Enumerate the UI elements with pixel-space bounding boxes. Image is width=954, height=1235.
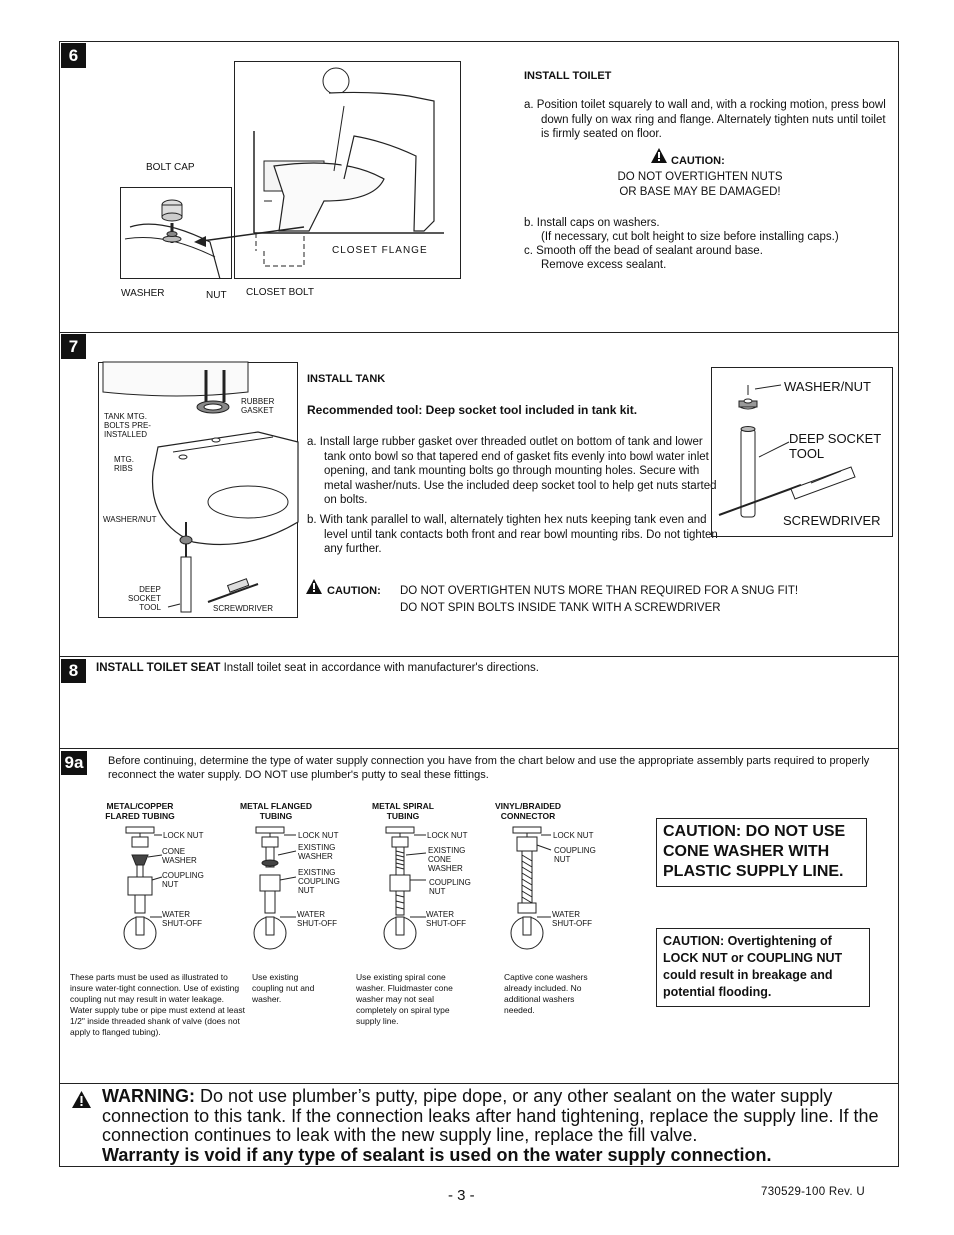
step-6-title: INSTALL TOILET <box>524 70 612 82</box>
caution-triangle-icon <box>651 148 667 163</box>
note-metal-copper: These parts must be used as illustrated … <box>70 972 245 1037</box>
label-water-shutoff: WATER SHUT-OFF <box>162 910 202 928</box>
label-bolt-cap: BOLT CAP <box>146 162 195 173</box>
label-nut: NUT <box>206 290 227 301</box>
divider <box>59 748 899 749</box>
label-deep-socket-tool: DEEP SOCKET TOOL <box>128 585 161 612</box>
step-6-b: b. Install caps on washers. <box>524 217 660 229</box>
step-9a-number: 9a <box>61 751 87 775</box>
label-lock-nut: LOCK NUT <box>163 831 204 840</box>
column-title-metal-flanged: METAL FLANGED TUBING <box>240 801 312 821</box>
label-washer-nut-right: WASHER/NUT <box>784 379 871 394</box>
step-7-b: b. With tank parallel to wall, alternate… <box>307 514 718 555</box>
step-6-number: 6 <box>61 43 86 68</box>
warning-warranty-line: Warranty is void if any type of sealant … <box>102 1145 772 1165</box>
divider <box>59 1083 899 1084</box>
bolt-detail-box <box>120 187 232 279</box>
step-8-number: 8 <box>61 659 86 683</box>
warning-triangle-icon <box>72 1091 91 1108</box>
step-6-b2: (If necessary, cut bolt height to size b… <box>541 231 839 243</box>
label-closet-flange: CLOSET FLANGE <box>332 245 428 256</box>
caution-triangle-icon <box>306 579 322 594</box>
warning-body: Do not use plumber’s putty, pipe dope, o… <box>102 1086 879 1145</box>
label-water-shutoff: WATER SHUT-OFF <box>297 910 337 928</box>
label-washer-nut: WASHER/NUT <box>103 515 157 524</box>
step-6-a: a. Position toilet squarely to wall and,… <box>524 99 886 140</box>
fitting-vinyl-braided-illustration <box>510 826 552 950</box>
bolt-detail-illustration <box>124 199 221 280</box>
step-8-title: INSTALL TOILET SEAT <box>96 662 221 674</box>
note-metal-flanged: Use existing coupling nut and washer. <box>252 972 315 1004</box>
step-7-title: INSTALL TANK <box>307 373 386 385</box>
tools-box <box>711 367 893 537</box>
page-number: - 3 - <box>448 1187 475 1204</box>
divider <box>59 656 899 657</box>
label-existing-coupling-nut: EXISTING COUPLING NUT <box>298 868 340 895</box>
note-vinyl-braided: Captive cone washers already included. N… <box>504 972 588 1015</box>
column-title-vinyl-braided: VINYL/BRAIDED CONNECTOR <box>494 801 562 821</box>
document-number: 730529-100 Rev. U <box>761 1186 865 1198</box>
step-7-caution-line1: DO NOT OVERTIGHTEN NUTS MORE THAN REQUIR… <box>400 585 799 597</box>
label-existing-washer: EXISTING WASHER <box>298 843 336 861</box>
label-coupling-nut: COUPLING NUT <box>554 846 596 864</box>
step-6-c2: Remove excess sealant. <box>541 259 667 271</box>
step-6-caution-line2: OR BASE MAY BE DAMAGED! <box>619 186 781 198</box>
step-7-number: 7 <box>61 334 86 359</box>
label-closet-bolt: CLOSET BOLT <box>246 287 314 298</box>
step-7-recommended-tool: Recommended tool: Deep socket tool inclu… <box>307 403 638 417</box>
step-7-caution-line2: DO NOT SPIN BOLTS INSIDE TANK WITH A SCR… <box>400 602 721 614</box>
label-screwdriver: SCREWDRIVER <box>213 604 274 613</box>
label-lock-nut: LOCK NUT <box>427 831 468 840</box>
note-metal-spiral: Use existing spiral cone washer. Fluidma… <box>356 972 453 1026</box>
step-8-text: INSTALL TOILET SEAT Install toilet seat … <box>96 662 539 674</box>
tank-install-illustration <box>102 361 299 613</box>
label-deep-socket-right: DEEP SOCKET TOOL <box>789 431 882 461</box>
label-rubber-gasket: RUBBER GASKET <box>241 397 275 415</box>
step-8-instruction: Install toilet seat in accordance with m… <box>223 662 539 674</box>
step-9a-intro: Before continuing, determine the type of… <box>108 755 870 781</box>
tools-illustration <box>718 384 856 518</box>
label-cone-washer: CONE WASHER <box>162 847 197 865</box>
label-water-shutoff: WATER SHUT-OFF <box>426 910 466 928</box>
warning-label: WARNING: <box>102 1086 195 1106</box>
step-6-caution-line1: DO NOT OVERTIGHTEN NUTS <box>617 171 783 183</box>
divider <box>59 332 899 333</box>
label-coupling-nut: COUPLING NUT <box>162 871 204 889</box>
step-7-a: a. Install large rubber gasket over thre… <box>307 436 717 506</box>
column-title-metal-copper: METAL/COPPER FLARED TUBING <box>105 801 175 821</box>
step-7-caution-label: CAUTION: <box>327 585 381 597</box>
label-lock-nut: LOCK NUT <box>298 831 339 840</box>
column-title-metal-spiral: METAL SPIRAL TUBING <box>371 801 435 821</box>
step-6-caution-label: CAUTION: <box>671 155 725 167</box>
label-washer: WASHER <box>121 288 165 299</box>
warning-text: WARNING: Do not use plumber’s putty, pip… <box>102 1086 892 1146</box>
label-tank-mtg-bolts: TANK MTG. BOLTS PRE- INSTALLED <box>104 412 151 439</box>
label-coupling-nut: COUPLING NUT <box>429 878 471 896</box>
caution-plastic-supply-box: CAUTION: DO NOT USE CONE WASHER WITH PLA… <box>656 818 867 887</box>
label-existing-cone-washer: EXISTING CONE WASHER <box>428 846 466 873</box>
fitting-metal-spiral-illustration <box>383 826 427 950</box>
page-frame <box>59 41 899 1167</box>
label-lock-nut: LOCK NUT <box>553 831 594 840</box>
step-6-c: c. Smooth off the bead of sealant around… <box>524 245 763 257</box>
fitting-metal-flanged-illustration <box>253 826 297 950</box>
fitting-metal-copper-illustration <box>123 826 163 950</box>
label-screwdriver-right: SCREWDRIVER <box>783 513 881 528</box>
toilet-install-illustration <box>194 67 444 267</box>
label-mtg-ribs: MTG. RIBS <box>114 455 134 473</box>
caution-overtightening-box: CAUTION: Overtightening of LOCK NUT or C… <box>656 928 870 1007</box>
toilet-install-box <box>234 61 461 279</box>
label-water-shutoff: WATER SHUT-OFF <box>552 910 592 928</box>
